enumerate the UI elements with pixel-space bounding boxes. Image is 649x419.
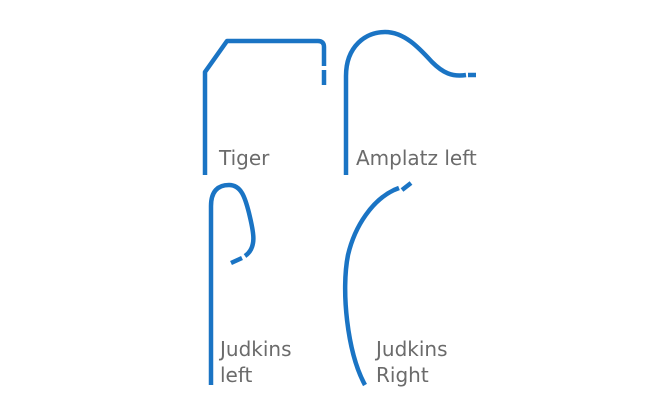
amplatz-left-catheter [343,29,476,175]
judkins-right-catheter-tip [400,181,413,192]
judkins-right-catheter [342,181,413,387]
judkins-left-label-line-2: left [220,363,253,387]
tiger-catheter [202,38,327,175]
judkins-right-label-line-2: Right [376,363,429,387]
judkins-right-label-line-1: Judkins [376,337,448,361]
judkins-left-label-line-1: Judkins [220,337,292,361]
judkins-left-catheter-shaft [208,182,256,385]
tiger-catheter-shaft [202,38,327,175]
judkins-right-catheter-shaft [342,185,400,387]
judkins-left-catheter [208,182,256,385]
amplatz-left-catheter-shaft [343,29,467,175]
tiger-label: Tiger [219,146,270,170]
amplatz-left-label: Amplatz left [356,146,477,170]
judkins-left-catheter-tip [230,255,243,266]
